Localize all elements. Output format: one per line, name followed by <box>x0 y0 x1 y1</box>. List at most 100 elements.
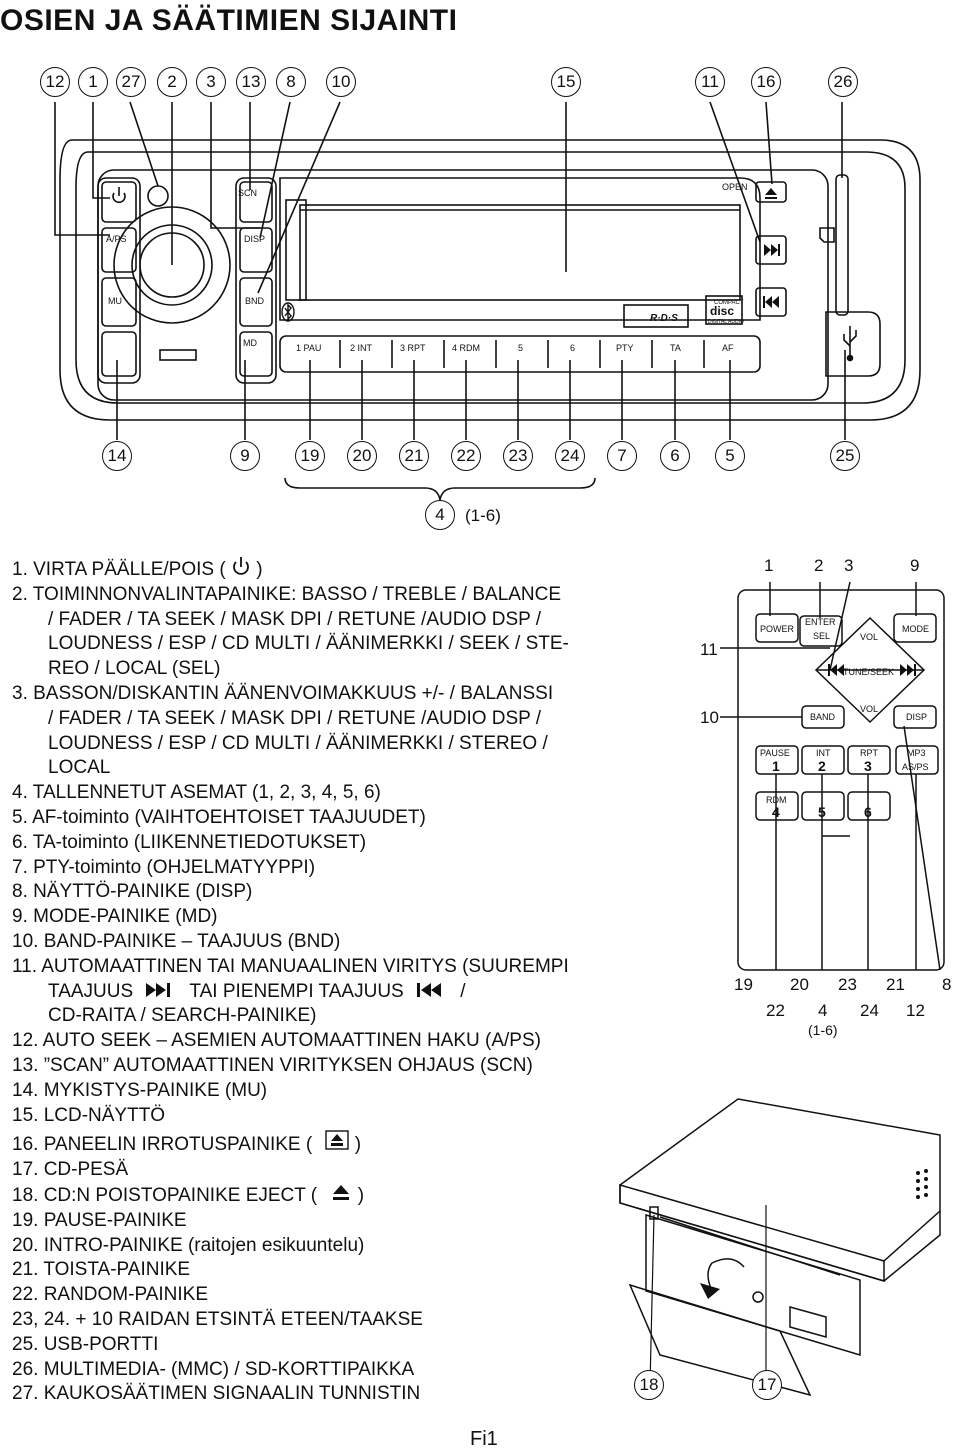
faceplate-eject-icon <box>765 188 777 199</box>
remote-range: (1-6) <box>808 1022 838 1038</box>
aps-label: A/PS <box>106 234 127 244</box>
callout-22: 22 <box>451 441 481 471</box>
callout-8: 8 <box>276 67 306 97</box>
remote-num-8: 8 <box>942 975 952 994</box>
remote-num-22: 22 <box>766 1001 785 1020</box>
remote-num-4: 4 <box>818 1001 828 1020</box>
remote-rpt: RPT <box>860 748 879 758</box>
list-item-cont: / FADER / TA SEEK / MASK DPI / RETUNE /A… <box>48 707 542 729</box>
remote-vol-top: VOL <box>860 632 878 642</box>
callout-9: 9 <box>230 441 260 471</box>
callout-15: 15 <box>551 67 581 97</box>
list-item: 15. LCD-NÄYTTÖ <box>12 1104 166 1126</box>
preset-3: 3 RPT <box>400 343 426 353</box>
callout-24: 24 <box>555 441 585 471</box>
remote-disp: DISP <box>906 712 927 722</box>
callout-23: 23 <box>503 441 533 471</box>
remote-num-9: 9 <box>910 556 920 575</box>
next-track-icon <box>764 244 780 256</box>
remote-num-3: 3 <box>844 556 854 575</box>
callout-19: 19 <box>295 441 325 471</box>
remote-enter: ENTER <box>805 617 836 627</box>
callout-1: 1 <box>78 67 108 97</box>
remote-num-24: 24 <box>860 1001 879 1020</box>
group-range: (1-6) <box>465 506 501 525</box>
remote-power: POWER <box>760 624 795 634</box>
callout-27: 27 <box>116 67 146 97</box>
remote-rdm: RDM <box>766 795 787 805</box>
remote-mp3: MP3 <box>907 748 926 758</box>
remote-key-2: 2 <box>818 758 826 774</box>
md-label: MD <box>243 338 257 348</box>
callout-12: 12 <box>40 67 70 97</box>
scn-label: SCN <box>238 188 257 198</box>
remote-next-icon <box>900 664 916 676</box>
remote-num-21: 21 <box>886 975 905 994</box>
list-item-cont: REO / LOCAL (SEL) <box>48 658 221 680</box>
digital-audio-label: DIGITAL AUDIO <box>708 319 744 325</box>
list-item-cont: LOCAL <box>48 757 111 779</box>
remote-num-1: 1 <box>764 556 774 575</box>
disc-label: disc <box>710 304 734 318</box>
callout-18: 18 <box>634 1370 664 1400</box>
callout-17: 17 <box>752 1370 782 1400</box>
remote-tune-seek: TUNE/SEEK <box>843 667 894 677</box>
eject-arrow-icon <box>700 1283 720 1299</box>
preset-af: AF <box>722 343 734 353</box>
power-button-icon <box>112 187 126 204</box>
list-item: 11. AUTOMAATTINEN TAI MANUAALINEN VIRITY… <box>12 955 569 977</box>
preset-ta: TA <box>670 343 681 353</box>
list-item: 27. KAUKOSÄÄTIMEN SIGNAALIN TUNNISTIN <box>12 1383 421 1405</box>
remote-key-1: 1 <box>772 758 780 774</box>
list-item: 12. AUTO SEEK – ASEMIEN AUTOMAATTINEN HA… <box>12 1030 541 1052</box>
list-item: 13. ”SCAN” AUTOMAATTINEN VIRITYKSEN OHJA… <box>12 1054 533 1076</box>
callout-5: 5 <box>715 441 745 471</box>
list-item: 26. MULTIMEDIA- (MMC) / SD-KORTTIPAIKKA <box>12 1358 415 1380</box>
page-title: OSIEN JA SÄÄTIMIEN SIJAINTI <box>0 4 458 37</box>
remote-key-3: 3 <box>864 758 872 774</box>
callout-4: 4 <box>425 500 455 530</box>
remote-key-4: 4 <box>772 804 780 820</box>
callout-13: 13 <box>236 67 266 97</box>
remote-band: BAND <box>810 712 836 722</box>
callout-7: 7 <box>607 441 637 471</box>
remote-diagram: POWER ENTER SEL MODE VOL TUNE/SEEK VOL B… <box>720 581 945 971</box>
list-item: 3. BASSON/DISKANTIN ÄÄNENVOIMAKKUUS +/- … <box>12 682 554 704</box>
remote-pause: PAUSE <box>760 748 790 758</box>
list-item: 22. RANDOM-PAINIKE <box>12 1284 209 1306</box>
list-item: 9. MODE-PAINIKE (MD) <box>12 906 218 928</box>
list-item: 21. TOISTA-PAINIKE <box>12 1259 191 1281</box>
callout-20: 20 <box>347 441 377 471</box>
panel-release-icon <box>324 1130 349 1151</box>
preset-1: 1 PAU <box>296 343 321 353</box>
remote-num-2: 2 <box>814 556 824 575</box>
remote-sel: SEL <box>813 631 830 641</box>
callout-26: 26 <box>828 67 858 97</box>
list-item: 4. TALLENNETUT ASEMAT (1, 2, 3, 4, 5, 6) <box>12 782 381 804</box>
open-label: OPEN <box>722 182 748 192</box>
callout-6: 6 <box>660 441 690 471</box>
callout-25: 25 <box>830 441 860 471</box>
list-item: 20. INTRO-PAINIKE (raitojen esikuuntelu) <box>12 1234 365 1256</box>
list-item: 5. AF-toiminto (VAIHTOEHTOISET TAAJUUDET… <box>12 806 426 828</box>
bnd-label: BND <box>245 296 265 306</box>
page-number: Fi1 <box>470 1428 498 1450</box>
previous-icon <box>417 982 441 997</box>
list-item-cont: TAAJUUS TAI PIENEMPI TAAJUUS / <box>48 980 466 1002</box>
remote-num-20: 20 <box>790 975 809 994</box>
list-item: 10. BAND-PAINIKE – TAAJUUS (BND) <box>12 930 341 952</box>
list-item-cont: / FADER / TA SEEK / MASK DPI / RETUNE /A… <box>48 608 542 630</box>
list-item: 23, 24. + 10 RAIDAN ETSINTÄ ETEEN/TAAKSE <box>12 1308 423 1330</box>
faceplate-diagram: SCN OPEN A/PS DISP MU BND MD COMPACT dis… <box>54 101 921 501</box>
mu-label: MU <box>108 296 122 306</box>
list-item: 1. VIRTA PÄÄLLE/POIS ( ) <box>12 556 682 583</box>
sd-card-icon <box>819 227 835 243</box>
remote-num-11: 11 <box>700 640 718 659</box>
remote-key-6: 6 <box>864 804 872 820</box>
next-icon <box>146 982 171 997</box>
remote-key-5: 5 <box>818 804 826 820</box>
remote-int: INT <box>816 748 831 758</box>
power-icon <box>233 557 249 575</box>
remote-asps: AS/PS <box>902 762 929 772</box>
list-item: 8. NÄYTTÖ-PAINIKE (DISP) <box>12 881 253 903</box>
